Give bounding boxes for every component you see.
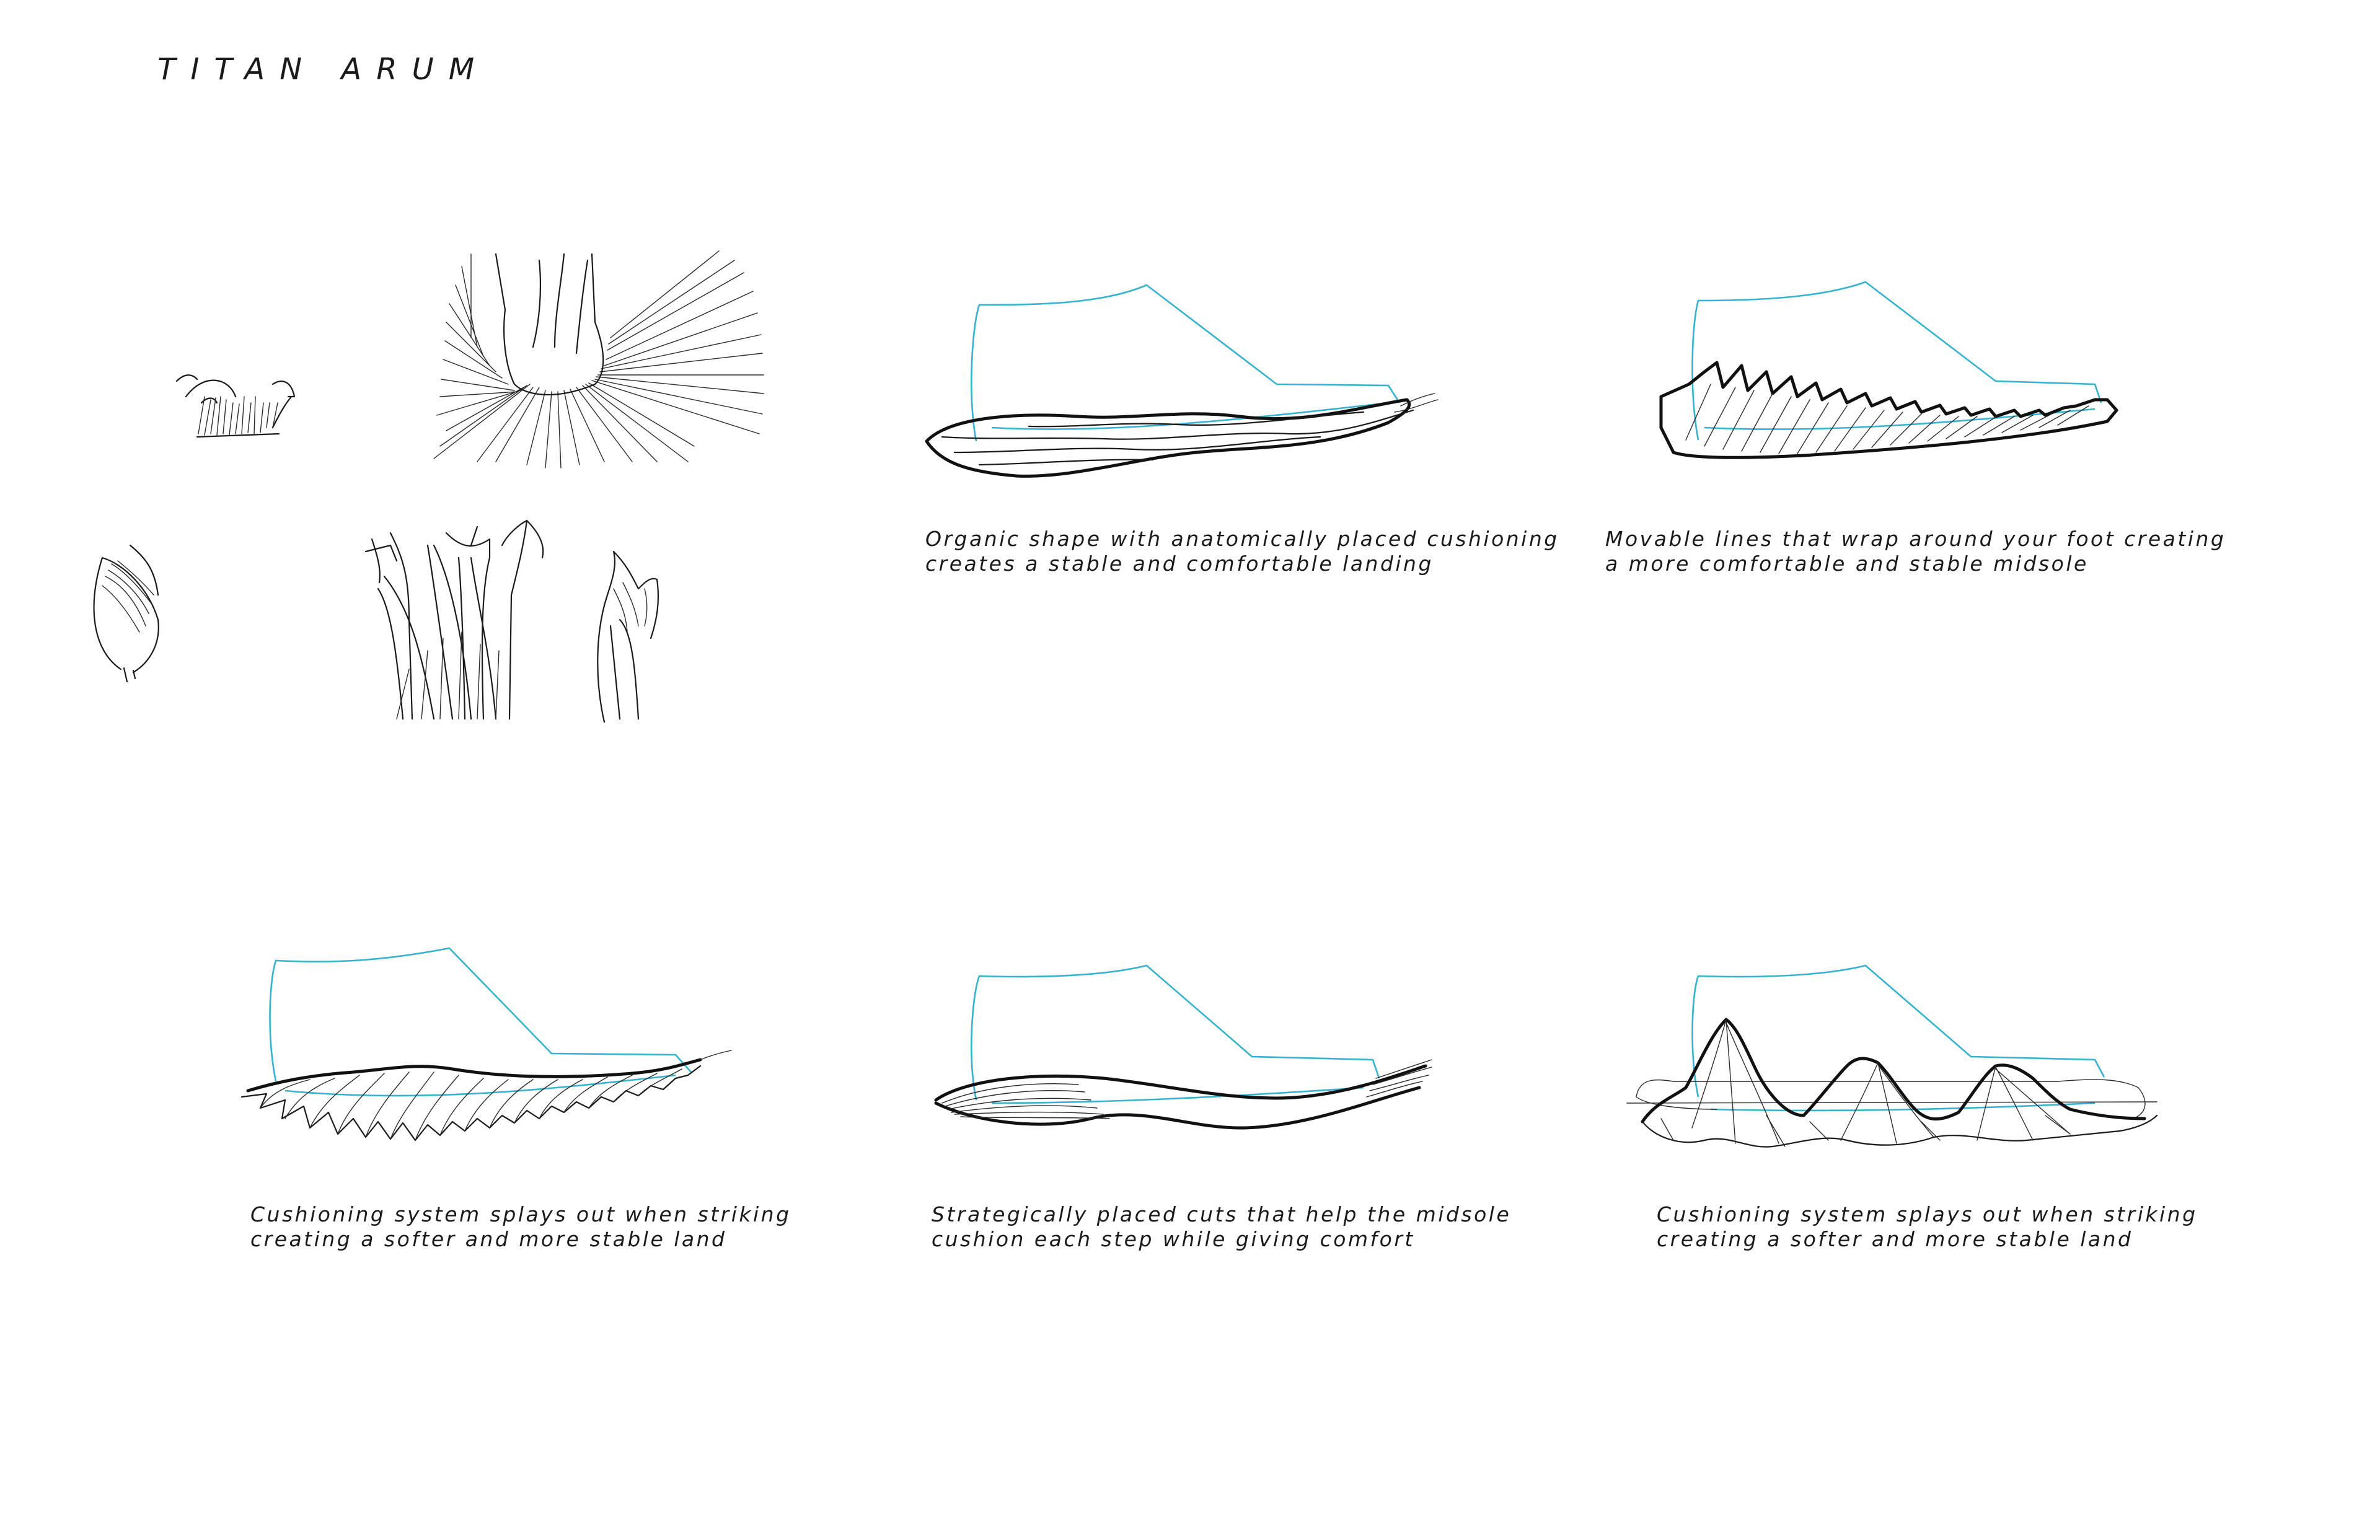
concept-3-sketch	[240, 947, 732, 1142]
shoe-upper-outline	[1691, 281, 2102, 441]
sketch-bloom-radial	[433, 250, 764, 469]
inspiration-sketches	[93, 250, 764, 723]
concept-4-caption: Strategically placed cuts that help the …	[932, 1202, 1511, 1252]
shoe-upper-outline	[269, 947, 692, 1082]
shoe-upper-outline	[1691, 964, 2105, 1098]
sketch-bud	[93, 544, 159, 683]
midsole-peaks	[1641, 1018, 2146, 1124]
shoe-upper-outline	[971, 284, 1401, 442]
caption-line: a more comfortable and stable midsole	[1605, 552, 2089, 576]
midsole-organic	[925, 398, 1411, 478]
caption-line: creating a softer and more stable land	[250, 1227, 727, 1251]
midsole-ridges	[1659, 361, 2118, 459]
concept-2-caption: Movable lines that wrap around your foot…	[1605, 527, 2226, 576]
concept-1-caption: Organic shape with anatomically placed c…	[925, 527, 1559, 576]
caption-line: cushion each step while giving comfort	[932, 1227, 1415, 1251]
sketch-petal-cluster	[364, 519, 544, 720]
caption-line: Organic shape with anatomically placed c…	[925, 527, 1559, 551]
sketch-spathe-bud	[175, 374, 296, 438]
concept-5-sketch	[1626, 964, 2158, 1148]
midsole-cuts	[934, 1064, 1427, 1130]
caption-line: Movable lines that wrap around your foot…	[1605, 527, 2226, 551]
concept-1-sketch	[925, 284, 1439, 478]
concept-4-sketch	[934, 964, 1432, 1130]
concept-3-caption: Cushioning system splays out when striki…	[250, 1202, 791, 1252]
shoe-upper-outline	[971, 964, 1380, 1101]
caption-line: Strategically placed cuts that help the …	[932, 1202, 1512, 1226]
caption-line: Cushioning system splays out when striki…	[1657, 1202, 2198, 1226]
caption-line: Cushioning system splays out when striki…	[250, 1202, 791, 1226]
sketch-twisted-leaf	[597, 550, 659, 723]
concept-5-caption: Cushioning system splays out when striki…	[1657, 1202, 2198, 1252]
caption-line: creating a softer and more stable land	[1657, 1227, 2133, 1251]
midsole-splay	[246, 1058, 702, 1093]
caption-line: creates a stable and comfortable landing	[925, 552, 1434, 576]
page-title: TITAN ARUM	[157, 52, 490, 87]
concept-2-sketch	[1659, 281, 2118, 459]
